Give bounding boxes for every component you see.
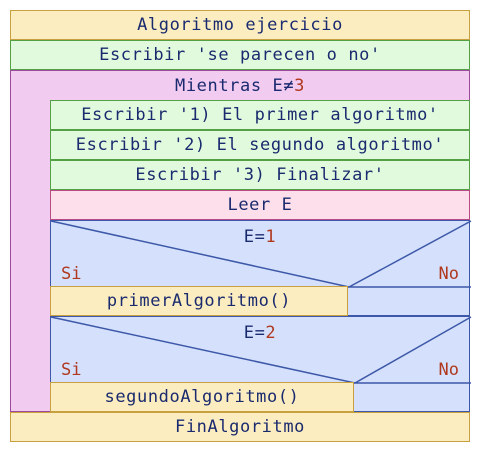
condition-1-yes-action-block: primerAlgoritmo() xyxy=(50,286,348,316)
end-block: FinAlgoritmo xyxy=(10,412,470,442)
while-keyword: Mientras E≠ xyxy=(174,76,295,96)
condition-2-yes-action: segundoAlgoritmo() xyxy=(104,387,300,407)
algorithm-header-block: Algoritmo ejercicio xyxy=(10,10,470,40)
write-menu-3-text: Escribir '3) Finalizar' xyxy=(135,165,385,185)
read-text: Leer E xyxy=(227,195,293,215)
algorithm-header-text: Algoritmo ejercicio xyxy=(137,15,343,35)
condition-1-text: E=1 xyxy=(51,227,469,247)
write-menu-2-text: Escribir '2) El segundo algoritmo' xyxy=(75,135,445,155)
read-block: Leer E xyxy=(50,190,470,220)
condition-2-value: 2 xyxy=(265,323,277,343)
condition-1-yes-label: Si xyxy=(61,264,82,284)
end-text: FinAlgoritmo xyxy=(174,417,306,437)
while-condition: Mientras E≠3 xyxy=(11,76,469,96)
write-menu-1-block: Escribir '1) El primer algoritmo' xyxy=(50,100,470,130)
condition-1-no-label: No xyxy=(438,264,459,284)
condition-2-yes-action-block: segundoAlgoritmo() xyxy=(50,382,354,412)
condition-2-text: E=2 xyxy=(51,323,469,343)
while-value: 3 xyxy=(294,76,306,96)
condition-2-yes-label: Si xyxy=(61,360,82,380)
condition-1-value: 1 xyxy=(265,227,277,247)
write-menu-1-text: Escribir '1) El primer algoritmo' xyxy=(81,105,439,125)
write-menu-3-block: Escribir '3) Finalizar' xyxy=(50,160,470,190)
condition-1-yes-action: primerAlgoritmo() xyxy=(106,291,292,311)
condition-2-prefix: E= xyxy=(243,323,266,343)
condition-1-prefix: E= xyxy=(243,227,266,247)
condition-2-no-label: No xyxy=(438,360,459,380)
write-intro-block: Escribir 'se parecen o no' xyxy=(10,40,470,70)
write-intro-text: Escribir 'se parecen o no' xyxy=(99,45,381,65)
write-menu-2-block: Escribir '2) El segundo algoritmo' xyxy=(50,130,470,160)
